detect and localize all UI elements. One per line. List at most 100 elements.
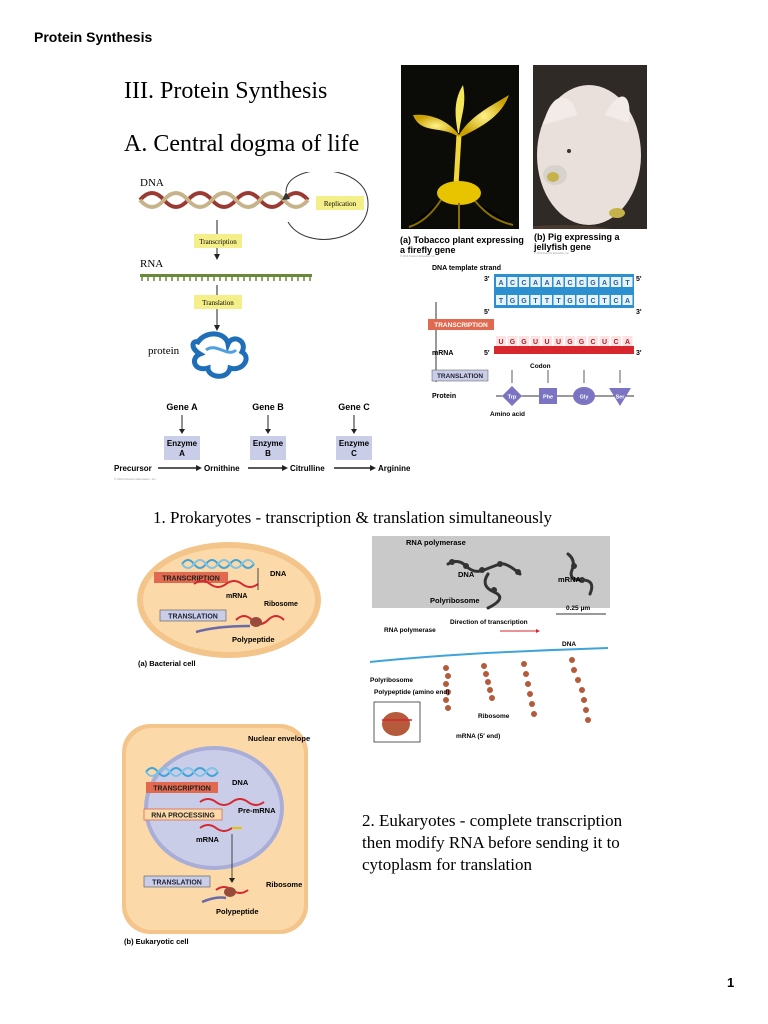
translation-box bbox=[194, 295, 242, 309]
ornithine-label: Ornithine bbox=[204, 464, 240, 473]
mrna-base-cell bbox=[530, 336, 541, 346]
codon-label: Codon bbox=[530, 363, 551, 370]
eukaryotic-mrna-label: mRNA bbox=[196, 835, 220, 844]
three-prime-label: 3' bbox=[484, 276, 490, 283]
dna-bottom-base-letter: G bbox=[579, 298, 585, 305]
diagram-dna-label: DNA bbox=[562, 641, 576, 648]
mrna-base-cell bbox=[588, 336, 598, 346]
rna-polymerase-label: RNA polymerase bbox=[384, 627, 436, 634]
precursor-label: Precursor bbox=[114, 464, 152, 473]
tobacco-plant-photo bbox=[401, 65, 519, 229]
amino-acid-label: Amino acid bbox=[490, 411, 525, 418]
dna-top-base-cell bbox=[530, 277, 541, 287]
eukaryotic-translation-box bbox=[143, 875, 211, 888]
enzyme-c-letter: C bbox=[351, 449, 357, 458]
micrograph-polyribosome-label: Polyribosome bbox=[430, 596, 480, 605]
mrna-base-letter: G bbox=[567, 339, 573, 346]
enzyme-a-box bbox=[164, 436, 200, 460]
dna-top-base-cell bbox=[565, 277, 575, 287]
direction-label: Direction of transcription bbox=[450, 619, 528, 626]
eukaryotic-caption: (b) Eukaryotic cell bbox=[124, 937, 189, 946]
section-title: III. Protein Synthesis bbox=[124, 78, 328, 104]
dna-helix-strand bbox=[138, 191, 310, 209]
protein-structure-icon bbox=[190, 331, 249, 379]
dna-bottom-base-cell bbox=[507, 295, 518, 305]
bacterial-ribosome-label: Ribosome bbox=[264, 601, 298, 608]
tobacco-caption: (a) Tobacco plant expressing a firefly g… bbox=[400, 235, 524, 255]
dna-bottom-base-letter: T bbox=[602, 298, 607, 305]
eukaryotes-paragraph: 2. Eukaryotes - complete transcription t… bbox=[362, 811, 623, 874]
dna-top-base-letter: C bbox=[521, 280, 526, 287]
translation-label: Translation bbox=[202, 299, 234, 307]
dna-top-base-cell bbox=[553, 277, 564, 287]
dna-top-base-cell bbox=[576, 277, 587, 287]
dna-bottom-base-letter: T bbox=[545, 298, 550, 305]
eukaryotic-translation-label: TRANSLATION bbox=[152, 880, 202, 887]
mrna-base-cell bbox=[565, 336, 575, 346]
mrna-base-letter: G bbox=[579, 339, 585, 346]
bacterial-dna-label: DNA bbox=[270, 569, 287, 578]
dna-bottom-base-cell bbox=[530, 295, 541, 305]
five-prime-label: 5' bbox=[484, 309, 490, 316]
codon-transcription-box bbox=[428, 319, 494, 330]
amino-acid-label: Gly bbox=[580, 395, 590, 401]
eukaryotic-dna-label: DNA bbox=[232, 778, 249, 787]
nuclear-envelope-label: Nuclear envelope bbox=[248, 734, 310, 743]
central-dogma-figure: DNA Replication Transcription RNA Transl… bbox=[138, 172, 369, 379]
polypeptide-chain bbox=[201, 896, 227, 904]
gene-pathway-figure: Gene A Gene B Gene C Enzyme A Enzyme B E… bbox=[114, 402, 411, 481]
mrna-base-letter: C bbox=[613, 339, 618, 346]
enzyme-a-label: Enzyme bbox=[167, 439, 198, 448]
codon-transcription-label: TRANSCRIPTION bbox=[434, 322, 488, 329]
five-prime-label: 5' bbox=[484, 350, 490, 357]
dna-top-base-letter: C bbox=[579, 280, 584, 287]
dna-top-base-cell bbox=[496, 277, 506, 287]
enzyme-b-letter: B bbox=[265, 449, 271, 458]
dna-line bbox=[369, 647, 609, 663]
dna-helix-strand bbox=[138, 191, 310, 209]
micrograph-figure: RNA polymerase DNA mRNA Polyribosome 0.2… bbox=[369, 538, 609, 743]
dogma-dna-label: DNA bbox=[140, 177, 164, 189]
citrulline-label: Citrulline bbox=[290, 464, 325, 473]
eukaryotic-transcription-box bbox=[146, 782, 218, 793]
enzyme-c-label: Enzyme bbox=[339, 439, 370, 448]
dna-bottom-base-letter: G bbox=[567, 298, 573, 305]
ribosome-icon bbox=[250, 617, 262, 627]
prokaryotes-heading: 1. Prokaryotes - transcription & transla… bbox=[153, 508, 552, 527]
dna-bottom-base-letter: C bbox=[613, 298, 618, 305]
dna-top-base-cell bbox=[519, 277, 529, 287]
replication-box bbox=[316, 196, 364, 210]
dna-bottom-base-cell bbox=[622, 295, 633, 305]
dna-top-base-cell bbox=[622, 277, 633, 287]
mrna-base-cell bbox=[496, 336, 506, 346]
amino-acid-shape bbox=[573, 387, 595, 405]
micrograph-dna-label: DNA bbox=[458, 570, 475, 579]
mrna-base-letter: U bbox=[533, 339, 538, 346]
running-header: Protein Synthesis bbox=[34, 29, 153, 45]
scale-label: 0.25 μm bbox=[566, 605, 590, 612]
dna-bottom-base-cell bbox=[519, 295, 529, 305]
enzyme-c-box bbox=[336, 436, 372, 460]
gene-c-label: Gene C bbox=[338, 402, 370, 412]
dna-top-base-cell bbox=[542, 277, 552, 287]
dna-top-base-letter: A bbox=[544, 280, 549, 287]
mrna-base-letter: U bbox=[544, 339, 549, 346]
mrna-strand bbox=[193, 580, 259, 588]
dna-bottom-base-cell bbox=[599, 295, 610, 305]
rna-processing-label: RNA PROCESSING bbox=[151, 813, 215, 820]
arginine-label: Arginine bbox=[378, 464, 411, 473]
amino-acid-shape bbox=[502, 386, 522, 406]
enzyme-b-box bbox=[250, 436, 286, 460]
dna-bottom-base-letter: C bbox=[590, 298, 595, 305]
enzyme-a-letter: A bbox=[179, 449, 185, 458]
eukaryotic-transcription-label: TRANSCRIPTION bbox=[153, 786, 211, 793]
bacterial-mrna-label: mRNA bbox=[226, 593, 247, 600]
mrna-base-letter: G bbox=[510, 339, 516, 346]
dna-bottom-base-cell bbox=[588, 295, 598, 305]
three-prime-label: 3' bbox=[636, 350, 642, 357]
dna-top-base-letter: A bbox=[602, 280, 607, 287]
pig-caption: (b) Pig expressing a jellyfish gene bbox=[534, 232, 620, 252]
micrograph-rna-polymerase-label: RNA polymerase bbox=[406, 538, 466, 547]
amino-acid-shape bbox=[539, 388, 557, 404]
